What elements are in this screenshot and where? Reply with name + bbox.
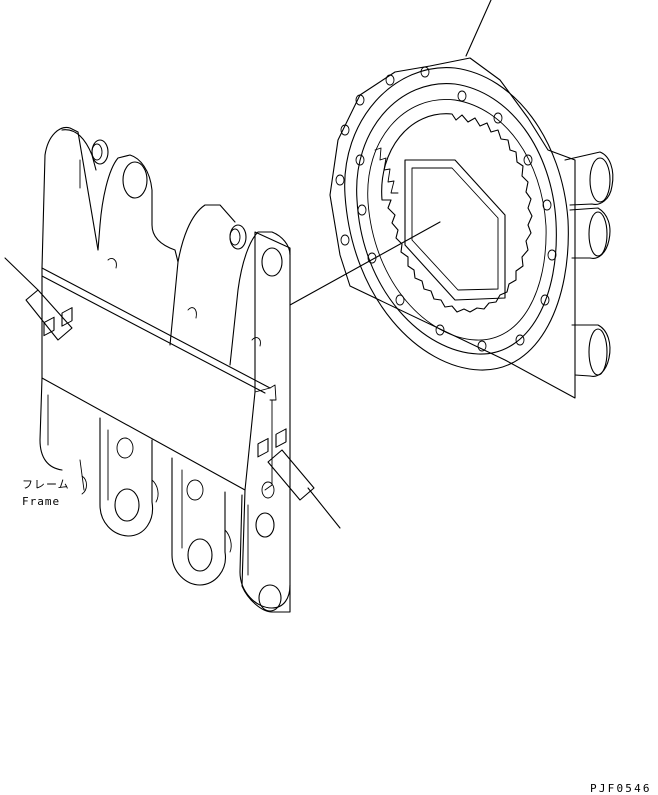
frame-label-leader <box>81 475 87 495</box>
upper-lugs <box>41 126 291 366</box>
swing-circle-leader-line <box>465 0 492 57</box>
frame-right-end-plate <box>241 231 291 613</box>
assembly-leader-line <box>289 221 441 306</box>
ring-inner-edge <box>356 83 557 355</box>
frame-bottom-edge <box>41 377 246 491</box>
center-opening-inner <box>411 167 499 291</box>
frame-right-end-face <box>254 384 277 401</box>
gear-teeth-left <box>374 147 399 194</box>
swing-motor-housings <box>564 151 614 377</box>
frame-top-edge-2 <box>41 275 266 394</box>
outer-ring <box>344 67 569 371</box>
drawing-code: PJF0546 <box>590 782 652 795</box>
ring-bolt-holes <box>335 66 557 352</box>
frame-label-jp: フレーム <box>22 478 70 491</box>
ring-groove <box>367 99 547 341</box>
swing-circle-assembly <box>329 0 614 399</box>
frame-label-en: Frame <box>22 495 60 508</box>
backing-plate <box>329 57 576 399</box>
label-plates <box>43 307 287 458</box>
frame-top-edge <box>41 267 271 389</box>
internal-gear <box>381 113 533 313</box>
lower-lugs <box>39 377 291 612</box>
center-opening <box>404 159 506 301</box>
frame-assembly <box>39 126 291 613</box>
decal-leaders <box>4 257 341 529</box>
